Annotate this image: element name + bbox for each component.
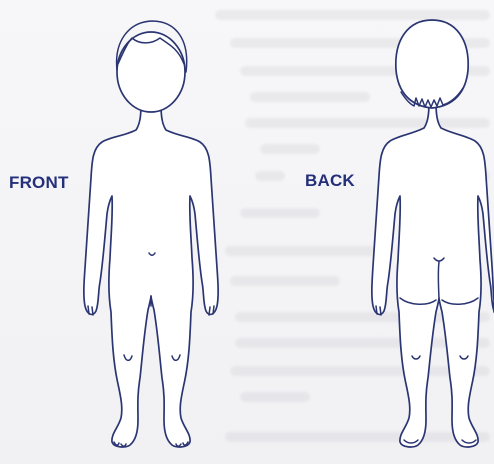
- back-body-outline: [372, 102, 494, 447]
- back-glute-cleft: [438, 262, 439, 298]
